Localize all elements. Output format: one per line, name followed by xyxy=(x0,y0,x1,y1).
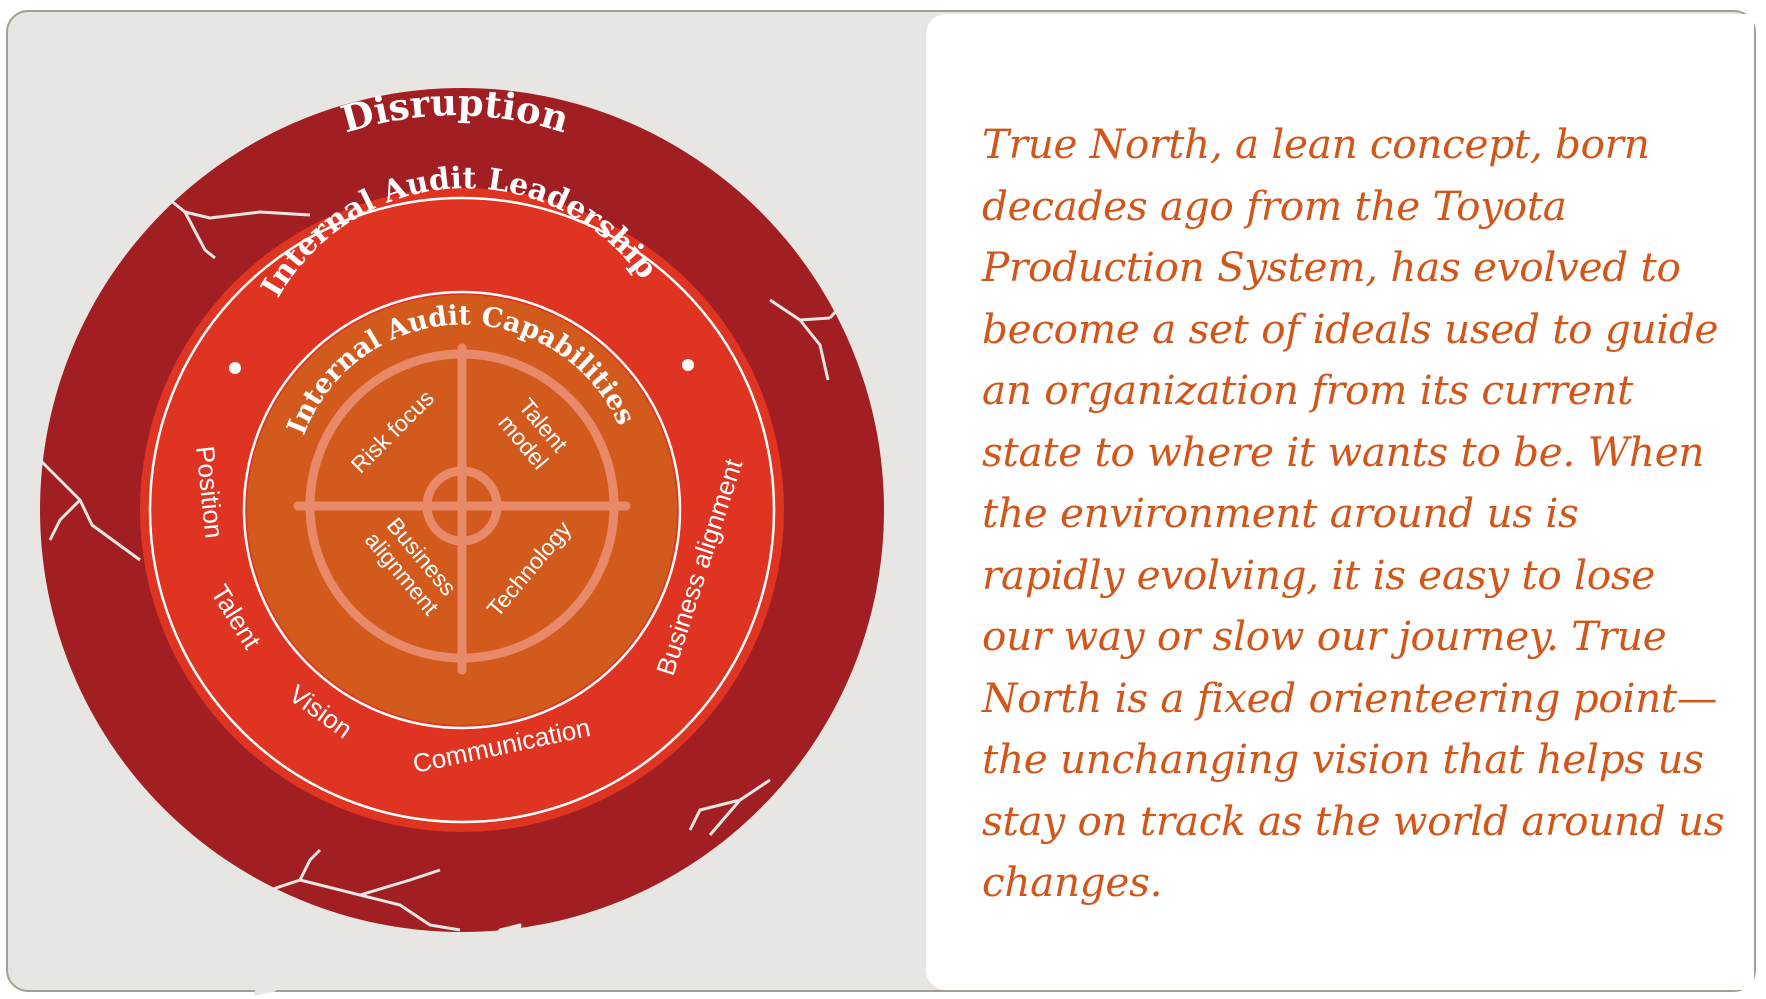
ring-dot-right xyxy=(682,359,694,371)
ring-dot-left xyxy=(229,362,241,374)
crack-marks xyxy=(38,186,852,996)
middle-ring-border xyxy=(148,196,776,824)
true-north-paragraph: True North, a lean concept, born decades… xyxy=(982,120,1725,906)
crosshair xyxy=(293,343,631,675)
inner-core-border xyxy=(242,290,682,730)
text-panel: True North, a lean concept, born decades… xyxy=(926,14,1754,990)
